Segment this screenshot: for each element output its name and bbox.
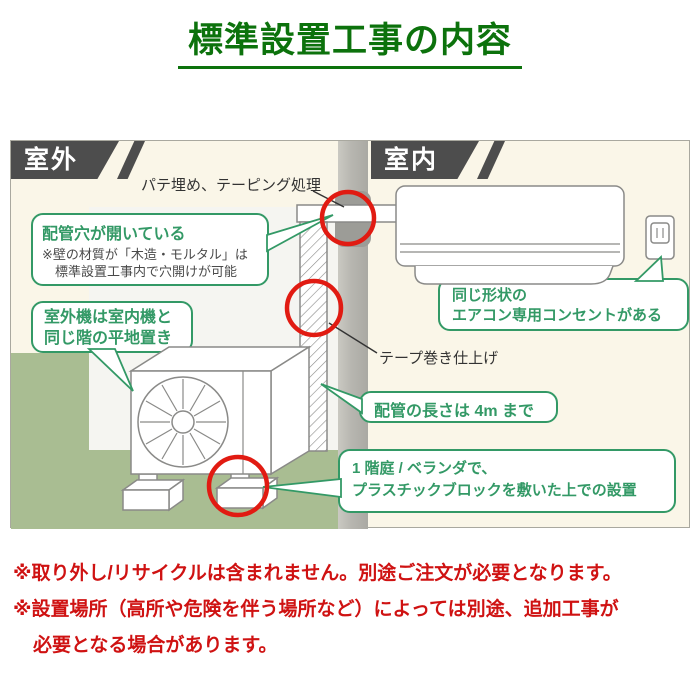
callout-pipe-hole-note1: ※壁の材質が「木造・モルタル」は [42,247,248,262]
red-circle-plastic-block [206,454,270,518]
leader-tape-label [328,322,378,354]
footnotes: ※取り外し/リサイクルは含まれません。別途ご注文が必要となります。 ※設置場所（… [13,556,695,664]
diagram-line-art [86,185,675,518]
installation-diagram: 室外 室内 配管穴が開いている ※壁の材質が「木造・モルタル」は 標準設置工事内… [10,140,690,529]
red-circle-taped-pipe [284,278,344,338]
callout-pipe-length: 配管の長さは 4m まで [359,391,558,423]
footnote-1: ※取り外し/リサイクルは含まれません。別途ご注文が必要となります。 [13,563,622,584]
plastic-blocks-drawing [120,476,280,512]
callout-dedicated-outlet: 同じ形状の エアコン専用コンセントがある [438,278,689,331]
callout-outlet-line1: 同じ形状の [452,287,528,304]
banner-indoor-label: 室内 [371,141,479,179]
callout-pipe-hole-note2: 標準設置工事内で穴開けが可能 [55,263,238,279]
indoor-ac-unit-drawing [395,185,625,285]
title-wrap: 標準設置工事の内容 [0,12,700,69]
pipe-through-wall [296,204,402,223]
label-tape-finish: テープ巻き仕上げ [379,350,499,367]
callout-outdoor-unit-placement: 室外機は室内機と 同じ階の平地置き [31,301,193,353]
callout-pipe-hole: 配管穴が開いている ※壁の材質が「木造・モルタル」は 標準設置工事内で穴開けが可… [31,213,269,286]
pointer-pipe-length [320,383,363,415]
callout-pipe-hole-title: 配管穴が開いている [42,226,186,243]
callout-block-line1: 1 階庭 / ベランダで、 [352,460,497,477]
pointer-outdoor-unit [86,348,134,392]
pointer-block [262,478,342,499]
callout-outdoor-unit-line2: 同じ階の平地置き [44,329,173,347]
callout-outdoor-unit-line1: 室外機は室内機と [44,309,173,326]
callout-plastic-block: 1 階庭 / ベランダで、 プラスチックブロックを敷いた上での設置 [338,449,676,513]
page-title: 標準設置工事の内容 [177,12,522,69]
footnote-2-continued: 必要となる場合があります。 [33,635,278,656]
label-putty-taping: パテ埋め、テーピング処理 [141,177,322,194]
pointer-outlet [633,255,664,282]
pointer-pipe-hole [266,214,334,253]
callout-outlet-line2: エアコン専用コンセントがある [452,307,663,325]
callout-pipe-length-text: 配管の長さは 4m まで [374,403,535,420]
footnote-2: ※設置場所（高所や危険を伴う場所など）によっては別途、追加工事が [13,599,619,620]
red-circle-wall-hole [319,189,377,247]
callout-block-line2: プラスチックブロックを敷いた上での設置 [352,481,637,499]
ground-left [11,353,89,529]
outlet-drawing [645,215,675,260]
